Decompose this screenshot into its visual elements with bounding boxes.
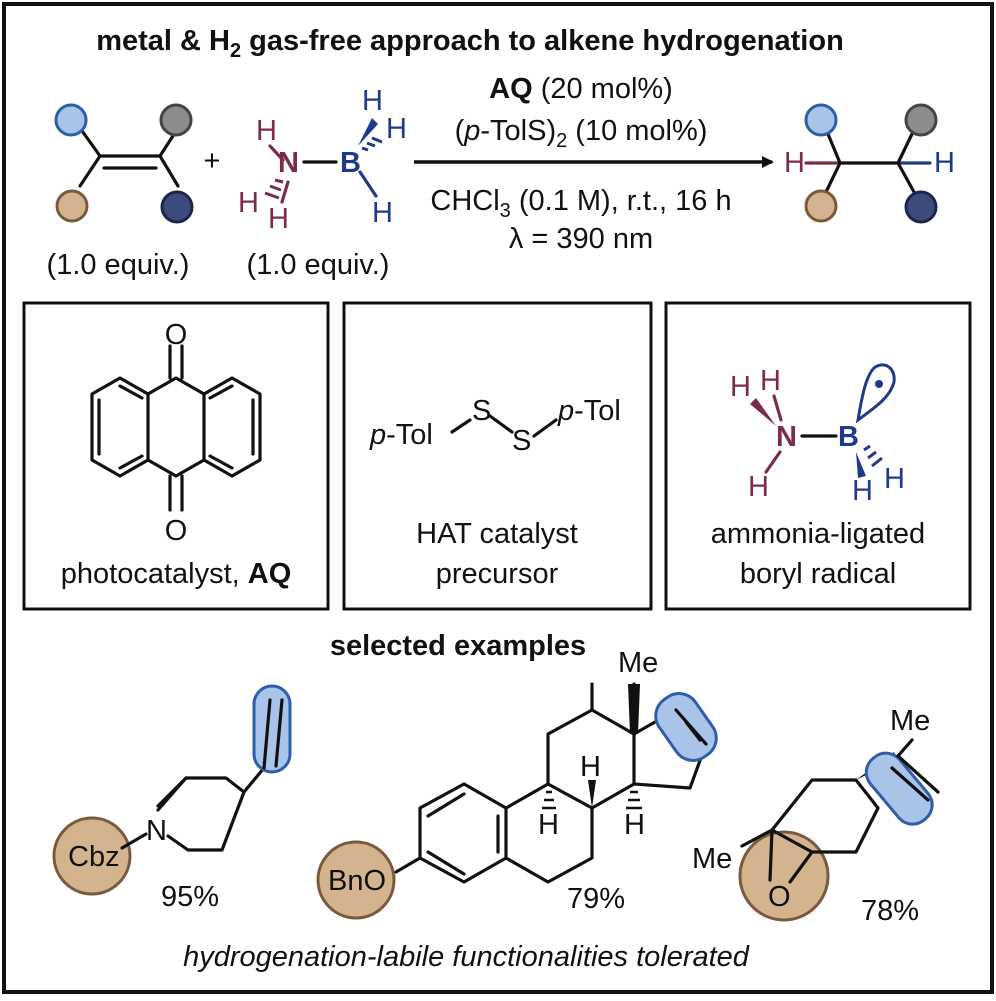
svg-text:N: N xyxy=(146,815,167,847)
condition-line-1: AQ (20 mol%) xyxy=(489,73,673,105)
svg-text:H: H xyxy=(362,85,383,117)
example-3-epoxide: O Me Me xyxy=(692,705,940,922)
svg-text:N: N xyxy=(776,421,797,453)
anthraquinone-structure: O O xyxy=(90,319,262,547)
condition-line-3: CHCl3 (0.1 M), r.t., 16 h xyxy=(430,185,731,222)
hat-caption-2: precursor xyxy=(436,558,559,590)
svg-text:H: H xyxy=(268,203,289,235)
boryl-caption-2: boryl radical xyxy=(740,558,896,590)
alkene-equiv: (1.0 equiv.) xyxy=(47,249,190,281)
ammonia-borane: H N H H B H H H xyxy=(238,85,407,235)
navy-substituent xyxy=(160,190,194,224)
svg-text:H: H xyxy=(624,809,645,841)
svg-text:O: O xyxy=(165,319,188,351)
alkene-substrate xyxy=(54,103,194,224)
svg-text:Cbz: Cbz xyxy=(68,841,120,873)
svg-text:H: H xyxy=(238,187,259,219)
boryl-radical-structure: H H N H B H H xyxy=(730,363,905,507)
scheme-title: metal & H2 gas-free approach to alkene h… xyxy=(96,25,844,62)
svg-text:BnO: BnO xyxy=(328,865,386,897)
svg-text:B: B xyxy=(838,421,859,453)
svg-text:Me: Me xyxy=(618,647,658,679)
svg-text:O: O xyxy=(768,881,791,913)
panel-boryl-radical xyxy=(664,301,972,611)
examples-title: selected examples xyxy=(330,630,586,662)
tan-substituent xyxy=(804,189,838,223)
example-1-piperidine: Cbz N xyxy=(52,684,292,896)
svg-text:H: H xyxy=(372,197,393,229)
svg-text:O: O xyxy=(165,515,188,547)
svg-text:H: H xyxy=(934,147,955,179)
ammonia-borane-equiv: (1.0 equiv.) xyxy=(247,249,390,281)
svg-text:Me: Me xyxy=(890,705,930,737)
blue-substituent xyxy=(804,103,838,137)
svg-text:Me: Me xyxy=(692,843,732,875)
svg-text:H: H xyxy=(760,365,781,397)
svg-text:p-Tol: p-Tol xyxy=(557,395,621,427)
svg-text:H: H xyxy=(730,371,751,403)
svg-text:H: H xyxy=(852,475,873,507)
example-2-estrone-derivative: BnO Me H H H xyxy=(316,647,718,920)
blue-substituent xyxy=(54,103,88,137)
aq-caption: photocatalyst, AQ xyxy=(61,558,292,590)
navy-substituent xyxy=(904,190,938,224)
svg-text:H: H xyxy=(784,147,805,179)
panel-photocatalyst xyxy=(22,301,330,611)
disulfide-structure: p-Tol S S p-Tol xyxy=(369,395,621,457)
svg-text:S: S xyxy=(472,395,491,427)
gray-substituent xyxy=(904,103,938,137)
svg-text:H: H xyxy=(256,115,277,147)
condition-line-4: λ = 390 nm xyxy=(509,223,653,255)
svg-text:H: H xyxy=(580,751,601,783)
condition-line-2: (p-TolS)2 (10 mol%) xyxy=(455,115,708,152)
svg-text:H: H xyxy=(386,113,407,145)
boryl-caption-1: ammonia-ligated xyxy=(711,518,925,550)
gray-substituent xyxy=(159,103,193,137)
example-1-yield: 95% xyxy=(161,881,219,913)
svg-text:H: H xyxy=(748,471,769,503)
svg-text:N: N xyxy=(278,147,299,179)
panel-hat-catalyst xyxy=(342,301,653,611)
alkane-product: H H xyxy=(784,103,955,224)
svg-text:S: S xyxy=(512,425,531,457)
plus-sign: + xyxy=(204,145,221,177)
svg-text:B: B xyxy=(340,147,361,179)
example-3-yield: 78% xyxy=(861,895,919,927)
hat-caption-1: HAT catalyst xyxy=(416,518,578,550)
footer-note: hydrogenation-labile functionalities tol… xyxy=(183,941,750,973)
example-2-yield: 79% xyxy=(567,883,625,915)
tan-substituent xyxy=(55,189,89,223)
svg-text:H: H xyxy=(884,463,905,495)
svg-text:p-Tol: p-Tol xyxy=(369,419,433,451)
svg-text:H: H xyxy=(538,809,559,841)
